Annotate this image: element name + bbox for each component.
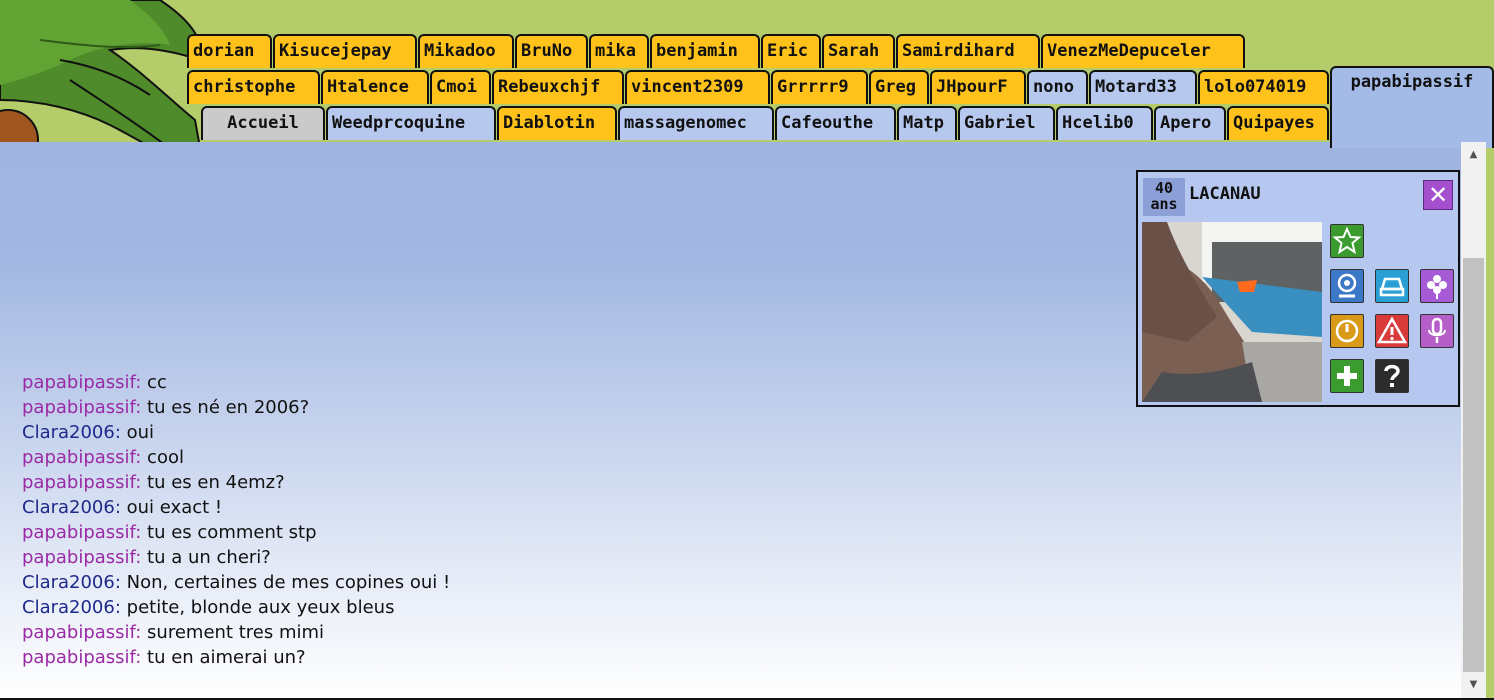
warning-icon[interactable] (1375, 314, 1409, 348)
tab-weedprcoquine[interactable]: Weedprcoquine (326, 106, 496, 140)
tab-lolo074019[interactable]: lolo074019 (1198, 70, 1329, 104)
scroll-down-arrow-icon[interactable]: ▼ (1469, 679, 1478, 690)
tab-christophe[interactable]: christophe (187, 70, 320, 104)
tab-rebeuxchjf[interactable]: Rebeuxchjf (492, 70, 624, 104)
message-text: oui exact ! (126, 497, 223, 518)
palm-tree-decoration (0, 0, 207, 177)
message-nickname[interactable]: papabipassif: (22, 547, 142, 568)
chat-message: papabipassif: tu es né en 2006? (22, 395, 450, 420)
tab-hcelib0[interactable]: Hcelib0 (1056, 106, 1153, 140)
chat-message: papabipassif: cool (22, 445, 450, 470)
plus-icon[interactable] (1330, 359, 1364, 393)
tab-row-3: Accueil Weedprcoquine Diablotin massagen… (0, 106, 1494, 142)
message-text: oui (126, 422, 155, 443)
tab-gabriel[interactable]: Gabriel (958, 106, 1055, 140)
chat-scrollbar[interactable]: ▲ ▼ (1461, 142, 1486, 698)
profile-city: LACANAU (1189, 184, 1261, 204)
tab-apero[interactable]: Apero (1154, 106, 1226, 140)
power-icon[interactable] (1330, 314, 1364, 348)
message-text: tu es comment stp (147, 522, 317, 543)
message-text: surement tres mimi (147, 622, 325, 643)
scroll-thumb[interactable] (1463, 258, 1484, 672)
message-text: Non, certaines de mes copines oui ! (126, 572, 451, 593)
chat-message: Clara2006: petite, blonde aux yeux bleus (22, 595, 450, 620)
tab-papabipassif-active[interactable]: papabipassif (1330, 66, 1494, 148)
close-profile-button[interactable]: ✕ (1423, 180, 1453, 210)
tab-cmoi[interactable]: Cmoi (430, 70, 491, 104)
message-nickname[interactable]: Clara2006: (22, 422, 121, 443)
age-value: 40 (1154, 179, 1174, 197)
webcam-icon[interactable] (1330, 269, 1364, 303)
message-nickname[interactable]: papabipassif: (22, 647, 142, 668)
chat-message: papabipassif: tu es en 4emz? (22, 470, 450, 495)
message-text: tu a un cheri? (147, 547, 271, 568)
tab-mika[interactable]: mika (589, 34, 649, 68)
tab-motard33[interactable]: Motard33 (1089, 70, 1197, 104)
tab-grrrrr9[interactable]: Grrrrr9 (771, 70, 868, 104)
chat-message: papabipassif: surement tres mimi (22, 620, 450, 645)
tab-jhpourf[interactable]: JHpourF (930, 70, 1026, 104)
chat-message: Clara2006: oui exact ! (22, 495, 450, 520)
message-text: tu es en 4emz? (147, 472, 285, 493)
car-icon[interactable] (1375, 269, 1409, 303)
message-nickname[interactable]: Clara2006: (22, 597, 121, 618)
tab-massagenomec[interactable]: massagenomec (618, 106, 774, 140)
message-nickname[interactable]: Clara2006: (22, 572, 121, 593)
profile-card: 40 ans LACANAU ✕ (1136, 170, 1460, 407)
tab-quipayes[interactable]: Quipayes (1227, 106, 1329, 140)
tab-venezmedepuceler[interactable]: VenezMeDepuceler (1041, 34, 1245, 68)
message-text: tu es né en 2006? (147, 397, 310, 418)
tab-nono[interactable]: nono (1027, 70, 1088, 104)
message-nickname[interactable]: papabipassif: (22, 447, 142, 468)
tab-diablotin[interactable]: Diablotin (497, 106, 617, 140)
chat-message: Clara2006: oui (22, 420, 450, 445)
tab-sarah[interactable]: Sarah (822, 34, 895, 68)
message-nickname[interactable]: papabipassif: (22, 472, 142, 493)
message-text: tu en aimerai un? (147, 647, 306, 668)
chat-message: Clara2006: Non, certaines de mes copines… (22, 570, 450, 595)
message-nickname[interactable]: Clara2006: (22, 497, 121, 518)
question-icon[interactable] (1375, 359, 1409, 393)
tab-dorian[interactable]: dorian (187, 34, 272, 68)
scroll-up-arrow-icon[interactable]: ▲ (1469, 149, 1478, 160)
tab-benjamin[interactable]: benjamin (650, 34, 760, 68)
tab-accueil[interactable]: Accueil (201, 106, 325, 140)
chat-message: papabipassif: tu es comment stp (22, 520, 450, 545)
tab-htalence[interactable]: Htalence (321, 70, 429, 104)
message-text: cc (147, 372, 167, 393)
flower-icon[interactable] (1420, 269, 1454, 303)
tab-cafeouthe[interactable]: Cafeouthe (775, 106, 896, 140)
tab-row-1: dorian Kisucejepay Mikadoo BruNo mika be… (0, 34, 1494, 70)
profile-photo[interactable] (1142, 222, 1322, 402)
tab-samirdihard[interactable]: Samirdihard (896, 34, 1040, 68)
right-edge (1486, 142, 1494, 698)
tab-row-2: christophe Htalence Cmoi Rebeuxchjf vinc… (0, 66, 1494, 148)
chat-message: papabipassif: tu en aimerai un? (22, 645, 450, 670)
chat-message: papabipassif: tu a un cheri? (22, 545, 450, 570)
age-unit: ans (1150, 195, 1178, 213)
message-nickname[interactable]: papabipassif: (22, 397, 142, 418)
tab-greg[interactable]: Greg (869, 70, 929, 104)
tab-kisucejepay[interactable]: Kisucejepay (273, 34, 417, 68)
tab-matp[interactable]: Matp (897, 106, 957, 140)
tab-mikadoo[interactable]: Mikadoo (418, 34, 514, 68)
star-icon[interactable] (1330, 224, 1364, 258)
microphone-icon[interactable] (1420, 314, 1454, 348)
age-badge: 40 ans (1143, 178, 1185, 216)
tab-eric[interactable]: Eric (761, 34, 821, 68)
tab-bruno[interactable]: BruNo (515, 34, 588, 68)
message-text: petite, blonde aux yeux bleus (126, 597, 395, 618)
message-text: cool (147, 447, 184, 468)
chat-message: papabipassif: cc (22, 370, 450, 395)
message-nickname[interactable]: papabipassif: (22, 622, 142, 643)
message-nickname[interactable]: papabipassif: (22, 522, 142, 543)
message-nickname[interactable]: papabipassif: (22, 372, 142, 393)
tab-vincent2309[interactable]: vincent2309 (625, 70, 770, 104)
